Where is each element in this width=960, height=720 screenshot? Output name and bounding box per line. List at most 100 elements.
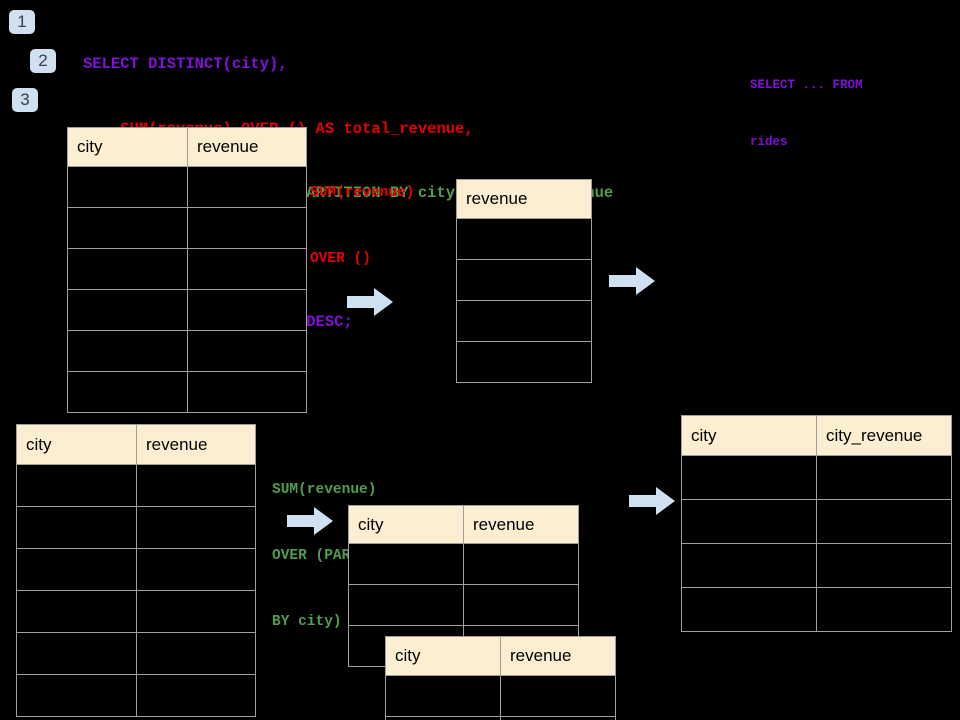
- cell-revenue: [500, 675, 616, 717]
- annotation-city-revenue-line-3: BY city): [272, 614, 342, 630]
- cell-city: [67, 207, 188, 249]
- table-header-row: city revenue: [348, 505, 579, 544]
- table-row: [681, 455, 952, 500]
- cell-city: [67, 248, 188, 290]
- table-row: [67, 371, 307, 413]
- table-header-row: city revenue: [16, 424, 256, 465]
- cell-revenue: [463, 584, 579, 626]
- column-header-revenue: revenue: [187, 127, 307, 167]
- cell-city: [16, 506, 137, 549]
- cell-city: [67, 371, 188, 413]
- table-row: [67, 289, 307, 331]
- table-row: [456, 218, 592, 260]
- cell-city: [385, 675, 501, 717]
- cell-city: [681, 499, 817, 544]
- cell-city-revenue: [816, 455, 952, 500]
- cell-city: [16, 464, 137, 507]
- table-total-revenue: revenue: [456, 179, 592, 383]
- cell-city-revenue: [816, 543, 952, 588]
- table-header-row: revenue: [456, 179, 592, 219]
- table-row: [16, 590, 256, 633]
- side-note-line-1: SELECT ... FROM: [750, 78, 863, 92]
- table-partition-front: city revenue: [385, 636, 616, 720]
- column-header-city-revenue: city_revenue: [816, 415, 952, 456]
- cell-city: [348, 584, 464, 626]
- side-note-line-2: rides: [750, 135, 788, 149]
- cell-city: [681, 455, 817, 500]
- cell-revenue: [136, 506, 256, 549]
- table-row: [67, 248, 307, 290]
- annotation-total-revenue-line-2: OVER (): [310, 251, 371, 267]
- table-row: [456, 341, 592, 383]
- side-note-select-from: SELECT ... FROM rides: [750, 38, 863, 190]
- cell-revenue: [136, 674, 256, 717]
- annotation-city-revenue-line-1: SUM(revenue): [272, 482, 377, 498]
- cell-revenue: [456, 300, 592, 342]
- table-row: [67, 330, 307, 372]
- cell-city: [348, 543, 464, 585]
- cell-revenue: [500, 716, 616, 720]
- table-source-bottom: city revenue: [16, 424, 256, 717]
- cell-revenue: [136, 590, 256, 633]
- table-row: [681, 543, 952, 588]
- column-header-city: city: [348, 505, 464, 544]
- table-row: [681, 499, 952, 544]
- cell-city: [16, 674, 137, 717]
- table-row: [348, 584, 579, 626]
- cell-revenue: [456, 341, 592, 383]
- column-header-city: city: [681, 415, 817, 456]
- column-header-city: city: [67, 127, 188, 167]
- table-header-row: city revenue: [67, 127, 307, 167]
- annotation-total-revenue-line-1: SUM(revenue): [310, 185, 415, 201]
- table-header-row: city city_revenue: [681, 415, 952, 456]
- column-header-revenue: revenue: [500, 636, 616, 676]
- arrow-right-icon-source-to-partition: [287, 507, 333, 535]
- table-row: [681, 587, 952, 632]
- cell-revenue: [187, 371, 307, 413]
- table-header-row: city revenue: [385, 636, 616, 676]
- table-source-top: city revenue: [67, 127, 307, 413]
- table-row: [16, 506, 256, 549]
- cell-city-revenue: [816, 499, 952, 544]
- cell-revenue: [187, 289, 307, 331]
- table-row: [16, 548, 256, 591]
- cell-revenue: [136, 632, 256, 675]
- cell-city: [67, 166, 188, 208]
- cell-revenue: [456, 259, 592, 301]
- annotation-total-revenue: SUM(revenue) OVER (): [310, 138, 414, 314]
- table-row: [456, 259, 592, 301]
- step-badge-1: 1: [9, 10, 35, 34]
- cell-revenue: [187, 248, 307, 290]
- table-row: [67, 166, 307, 208]
- table-row: [456, 300, 592, 342]
- arrow-right-icon-source-to-total: [347, 288, 393, 316]
- column-header-revenue: revenue: [463, 505, 579, 544]
- step-badge-3: 3: [12, 88, 38, 112]
- arrow-right-icon-partition-to-result: [629, 487, 675, 515]
- arrow-right-icon-total-to-result: [609, 267, 655, 295]
- cell-city: [16, 590, 137, 633]
- table-row: [67, 207, 307, 249]
- cell-city: [16, 548, 137, 591]
- cell-city: [16, 632, 137, 675]
- cell-revenue: [463, 543, 579, 585]
- column-header-revenue: revenue: [136, 424, 256, 465]
- cell-revenue: [187, 330, 307, 372]
- cell-city-revenue: [816, 587, 952, 632]
- cell-revenue: [136, 464, 256, 507]
- step-badge-2: 2: [30, 49, 56, 73]
- table-row: [385, 716, 616, 720]
- annotation-city-revenue: SUM(revenue) OVER (PARTITION BY city): [272, 435, 403, 677]
- cell-city: [67, 330, 188, 372]
- table-row: [385, 675, 616, 717]
- cell-revenue: [187, 166, 307, 208]
- table-row: [348, 543, 579, 585]
- cell-revenue: [136, 548, 256, 591]
- column-header-city: city: [16, 424, 137, 465]
- cell-city: [681, 543, 817, 588]
- table-result: city city_revenue: [681, 415, 952, 632]
- cell-revenue: [456, 218, 592, 260]
- table-row: [16, 464, 256, 507]
- cell-revenue: [187, 207, 307, 249]
